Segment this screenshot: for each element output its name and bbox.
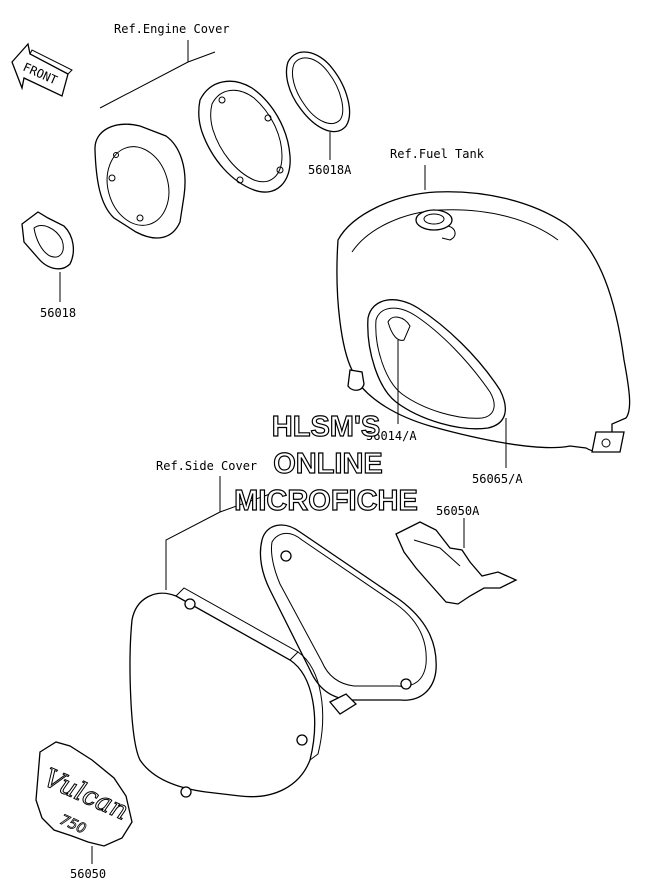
emblem-56050-part: Vulcan 750 [35,741,133,847]
ref-fuel-tank-label: Ref.Fuel Tank [390,147,485,161]
decal-56050A-part [395,521,518,605]
side-cover-leader [165,476,271,590]
watermark-line-1: HLSM'S [272,411,380,443]
part-number-56065A: 56065/A [472,472,523,486]
part-number-56018A: 56018A [308,163,352,177]
watermark-line-3: MICROFICHE [234,485,418,517]
ref-side-cover-label: Ref.Side Cover [156,459,257,473]
part-number-56050: 56050 [70,867,106,881]
watermark-line-2: ONLINE [273,448,383,480]
front-arrow-icon: FRONT [11,42,73,97]
ring-56018A-part [285,51,351,133]
side-cover-part [129,587,324,798]
ref-engine-cover-label: Ref.Engine Cover [114,22,230,36]
fuel-tank-part [336,191,631,453]
plate-56018-part [21,211,75,270]
engine-cover-leader [99,40,216,109]
engine-cover-part [94,123,186,239]
part-number-56014A: 56014/A [366,429,417,443]
side-cover-frame-part [259,524,437,715]
part-number-56018: 56018 [40,306,76,320]
engine-gasket-part [198,80,291,193]
part-number-56050A: 56050A [436,504,480,518]
